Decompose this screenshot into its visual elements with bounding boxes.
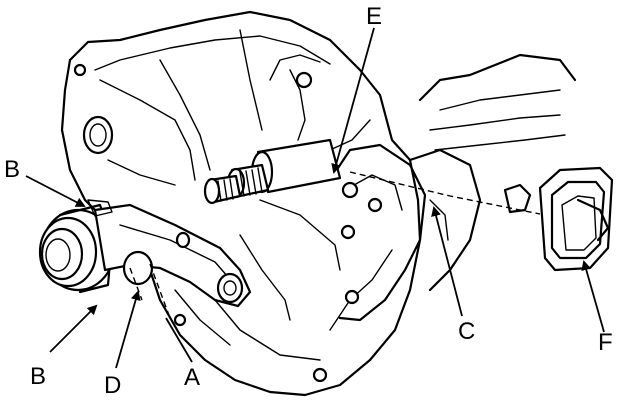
callout-e: E xyxy=(366,3,382,30)
callout-leaders xyxy=(25,27,605,369)
callout-a: A xyxy=(184,364,200,391)
leader-b-top xyxy=(25,175,86,207)
callout-b-bottom: B xyxy=(30,363,46,390)
leader-c xyxy=(431,206,463,317)
callout-d: D xyxy=(104,372,121,399)
leader-f xyxy=(581,260,605,333)
fork-boot xyxy=(538,166,614,272)
input-shaft xyxy=(203,138,342,205)
callout-b-top: B xyxy=(4,156,20,183)
leader-e xyxy=(331,27,375,174)
leader-d xyxy=(115,290,141,369)
leader-b-bottom xyxy=(49,304,98,353)
release-fork xyxy=(87,199,252,308)
callout-c: C xyxy=(458,318,475,345)
leader-a xyxy=(165,317,193,363)
transmission-housing xyxy=(60,10,422,397)
pivot-dashed-line xyxy=(349,171,541,215)
callout-f: F xyxy=(598,329,613,356)
fork-axis-dashed-line xyxy=(129,263,171,319)
